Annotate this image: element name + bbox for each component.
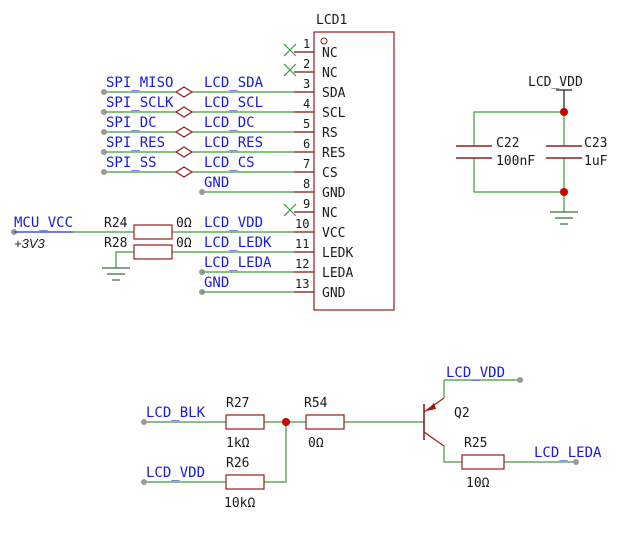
pin-num-8: 8 (303, 177, 310, 191)
pin-name-13: GND (322, 286, 346, 301)
lcd-body (313, 31, 395, 311)
net-spi-miso: SPI_MISO (106, 75, 173, 91)
wire-endpoints (11, 89, 205, 295)
r26-resistor[interactable]: R26 10kΩ (224, 456, 265, 511)
c23-ref: C23 (584, 136, 607, 151)
c23-value: 1uF (584, 154, 608, 169)
net-lcd-dc: LCD_DC (204, 115, 255, 131)
r27-resistor[interactable]: R27 1kΩ (225, 396, 265, 451)
c22-value: 100nF (496, 154, 535, 169)
lcd-connector[interactable]: LCD1 (313, 13, 395, 311)
r28-value: 0Ω (176, 236, 192, 251)
net-lcd-scl: LCD_SCL (204, 95, 263, 111)
pin-num-1: 1 (303, 37, 310, 51)
wire-endpoints (141, 377, 579, 485)
mcu-vcc-value: +3V3 (14, 236, 45, 251)
net-bl-leda: LCD_LEDA (534, 445, 602, 461)
net-spi-sclk: SPI_SCLK (106, 95, 174, 111)
c23-capacitor[interactable]: C23 1uF (546, 136, 608, 169)
q2-ref: Q2 (454, 406, 470, 421)
junction-dot (560, 188, 568, 196)
pin-name-3: SDA (322, 86, 346, 101)
net-lcd-cs: LCD_CS (204, 155, 255, 171)
emitter-arrow-icon (426, 403, 436, 411)
net-lcd-leda: LCD_LEDA (204, 255, 272, 271)
pin-num-9: 9 (303, 197, 310, 211)
r28-ref: R28 (104, 236, 127, 251)
r26-ref: R26 (226, 456, 249, 471)
pin-num-6: 6 (303, 137, 310, 151)
c22-ref: C22 (496, 136, 519, 151)
pin-name-1: NC (322, 46, 338, 61)
lcd-pins: 1 2 3 4 5 6 7 8 9 10 11 12 13 NC NC SDA … (294, 37, 353, 301)
c22-capacitor[interactable]: C22 100nF (456, 136, 535, 169)
net-gnd-b: GND (204, 275, 229, 291)
pin-num-7: 7 (303, 157, 310, 171)
junction-dot (282, 418, 290, 426)
pin-name-11: LEDK (322, 246, 353, 261)
net-lcd-ledk: LCD_LEDK (204, 235, 272, 251)
ground-icon (550, 211, 578, 225)
r54-ref: R54 (304, 396, 328, 411)
r24-r28-section: MCU_VCC +3V3 (14, 215, 294, 293)
pin-num-11: 11 (295, 237, 309, 251)
q2-transistor[interactable]: Q2 (423, 380, 470, 447)
pin-name-9: NC (322, 206, 338, 221)
no-connect-icon (283, 43, 297, 217)
pin-name-2: NC (322, 66, 338, 81)
r26-value: 10kΩ (224, 496, 255, 511)
net-bl-vdd: LCD_VDD (146, 465, 205, 481)
net-lcd-sda: LCD_SDA (204, 75, 264, 91)
r25-resistor[interactable]: R25 10Ω (461, 436, 505, 491)
pin-num-5: 5 (303, 117, 310, 131)
r54-resistor[interactable]: R54 0Ω (304, 396, 345, 451)
r25-value: 10Ω (466, 476, 490, 491)
pin-name-5: RS (322, 126, 338, 141)
net-lcd-blk: LCD_BLK (146, 405, 206, 421)
r24-value: 0Ω (176, 216, 192, 231)
pin-num-12: 12 (295, 257, 309, 271)
r54-value: 0Ω (308, 436, 324, 451)
net-spi-ss: SPI_SS (106, 155, 157, 171)
decoupling-section: LCD_VDD (473, 75, 583, 212)
r24-resistor[interactable]: R24 0Ω (104, 216, 192, 240)
ground-icon (102, 267, 130, 281)
r25-ref: R25 (464, 436, 487, 451)
backlight-wires (144, 379, 576, 483)
net-mcu-vcc: MCU_VCC (14, 215, 73, 231)
pin-name-8: GND (322, 186, 346, 201)
lcd-ref: LCD1 (316, 13, 347, 28)
pin-name-7: CS (322, 166, 338, 181)
pin-name-12: LEDA (322, 266, 353, 281)
cap-vdd-label: LCD_VDD (528, 75, 583, 90)
pin-num-10: 10 (295, 217, 309, 231)
pin-num-13: 13 (295, 277, 309, 291)
r27-value: 1kΩ (226, 436, 250, 451)
net-gnd-a: GND (204, 175, 229, 191)
r24-ref: R24 (104, 216, 128, 231)
pin-name-10: VCC (322, 226, 345, 241)
backlight-net-labels: LCD_BLK LCD_VDD LCD_VDD LCD_LEDA (146, 365, 602, 481)
net-lcd-vdd: LCD_VDD (204, 215, 263, 231)
pin-name-6: RES (322, 146, 345, 161)
pin-num-4: 4 (303, 97, 310, 111)
net-bl-vdd-top: LCD_VDD (446, 365, 505, 381)
r27-ref: R27 (226, 396, 249, 411)
spi-wires (104, 91, 294, 193)
net-lcd-res: LCD_RES (204, 135, 263, 151)
pin-name-4: SCL (322, 106, 346, 121)
pin-num-2: 2 (303, 57, 310, 71)
pin-num-3: 3 (303, 77, 310, 91)
junction-dot (560, 108, 568, 116)
r28-resistor[interactable]: R28 0Ω (104, 236, 192, 260)
net-spi-res: SPI_RES (106, 135, 165, 151)
pin1-marker (320, 37, 328, 45)
spi-net-labels: SPI_MISO SPI_SCLK SPI_DC SPI_RES SPI_SS … (106, 75, 272, 291)
net-tie-icon (174, 86, 194, 178)
net-spi-dc: SPI_DC (106, 115, 157, 131)
